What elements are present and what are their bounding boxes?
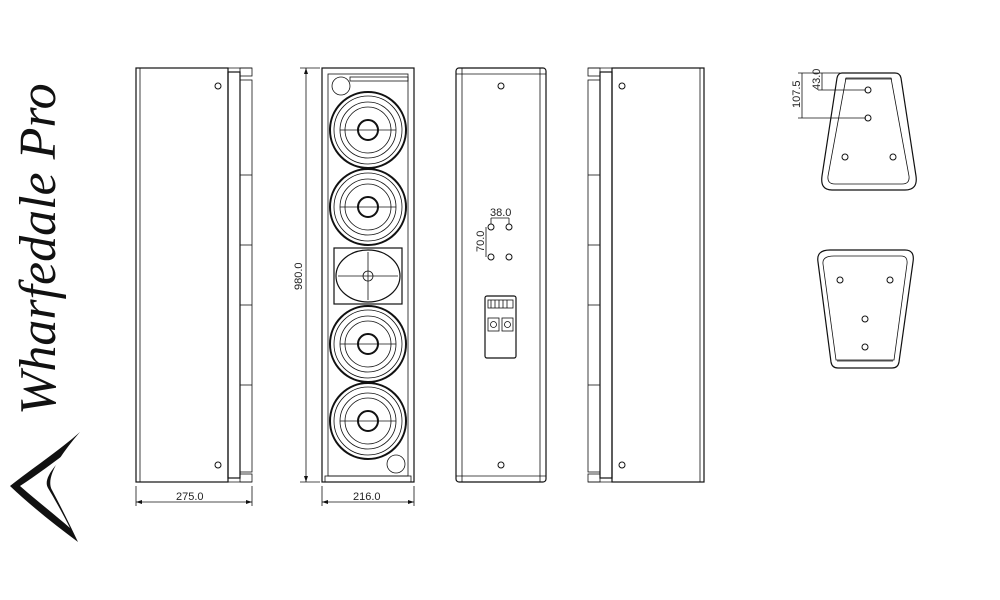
screw-icon	[497, 461, 505, 469]
mounting-hole-icon	[505, 253, 513, 261]
side-depth-dimension: 275.0	[176, 491, 204, 503]
hole-h-spacing-dimension: 38.0	[490, 207, 511, 219]
hole-v-spacing-dimension: 70.0	[475, 231, 487, 252]
woofer-3	[329, 305, 407, 383]
front-width-dimension: 216.0	[353, 491, 381, 503]
mounting-hole-icon	[861, 315, 869, 323]
side-view-left: 275.0	[135, 67, 253, 506]
bottom-view-outline	[817, 249, 914, 369]
woofer-4	[329, 382, 407, 460]
side-right-body	[611, 67, 705, 483]
mounting-hole-icon	[505, 223, 513, 231]
bottom-view	[817, 249, 914, 369]
connector-panel	[484, 295, 517, 359]
back-view: 38.0 70.0	[455, 67, 547, 483]
side-right-front-panel	[599, 71, 613, 479]
side-right-grille	[587, 79, 601, 473]
mounting-hole-icon	[487, 253, 495, 261]
mounting-hole-icon	[886, 276, 894, 284]
speakon-connector-icon	[501, 317, 514, 332]
side-left-grille	[239, 79, 253, 473]
top-offset-first-dimension: 43.0	[811, 69, 823, 90]
screw-icon	[618, 82, 626, 90]
horn-tweeter	[333, 247, 403, 305]
speakon-connector-icon	[487, 317, 500, 332]
side-left-body	[135, 67, 229, 483]
brand-wordmark: Wharfedale Pro	[10, 83, 67, 415]
screw-icon	[618, 461, 626, 469]
back-body	[455, 67, 547, 483]
wharfedale-logo: Wharfedale Pro	[10, 83, 80, 542]
top-view-outline	[821, 72, 917, 191]
mounting-hole-icon	[861, 343, 869, 351]
mounting-hole-icon	[487, 223, 495, 231]
mounting-hole-icon	[836, 276, 844, 284]
top-offset-total-dimension: 107.5	[791, 80, 803, 108]
front-view: 980.0 216.0	[293, 67, 415, 506]
side-left-front-panel	[227, 71, 241, 479]
side-view-right	[587, 67, 705, 483]
mounting-hole-icon	[841, 153, 849, 161]
top-view: 107.5 43.0	[791, 69, 917, 191]
height-dimension: 980.0	[293, 262, 305, 290]
bottom-port-icon	[386, 454, 406, 474]
screw-icon	[214, 461, 222, 469]
screw-icon	[497, 82, 505, 90]
top-port-icon	[331, 76, 351, 96]
woofer-1	[329, 91, 407, 169]
screw-icon	[214, 82, 222, 90]
woofer-2	[329, 168, 407, 246]
mounting-hole-icon	[889, 153, 897, 161]
